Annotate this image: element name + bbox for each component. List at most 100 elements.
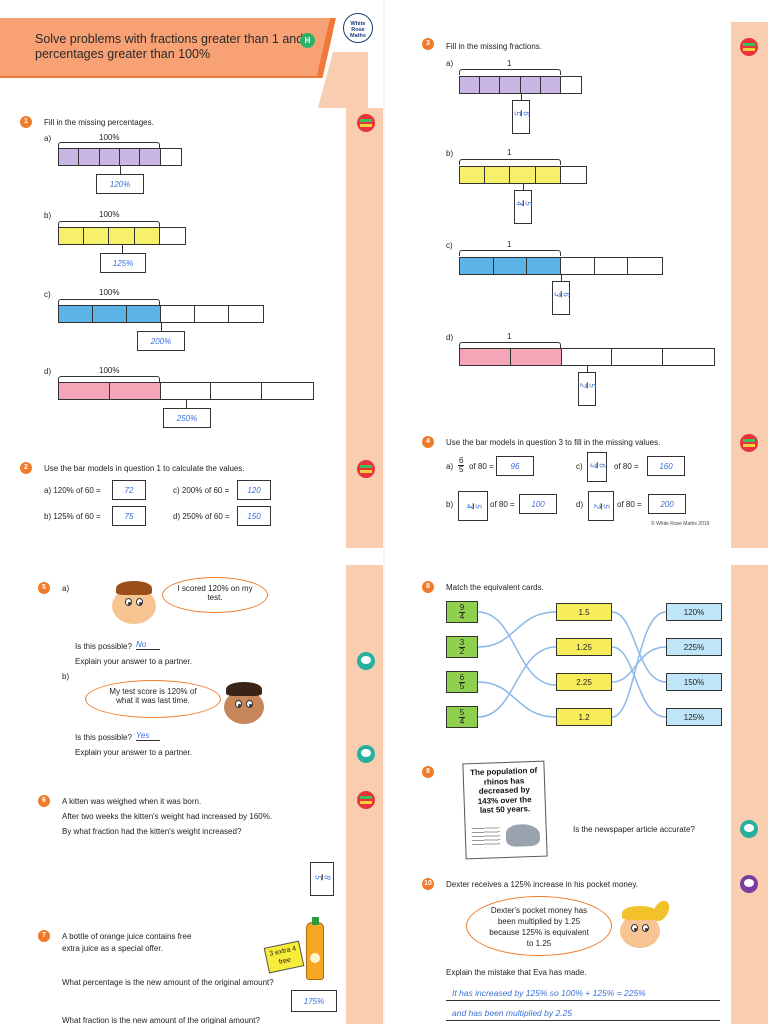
q3d-answer-n: 5 — [586, 382, 597, 389]
q2d-label: d) 250% of 60 = — [173, 512, 230, 521]
q2a-label: a) 120% of 60 = — [44, 486, 101, 495]
q3a-label: a) — [446, 59, 454, 68]
q1d-top: 100% — [99, 366, 120, 375]
q8-percent-card[interactable]: 120% — [666, 603, 722, 621]
q3c-label: c) — [446, 241, 453, 250]
q1c-answer[interactable]: 200% — [137, 331, 185, 351]
q1b-answer[interactable]: 125% — [100, 253, 146, 273]
juice-bottle — [306, 917, 324, 980]
q5a-question: Is this possible? — [75, 642, 132, 651]
q3a-brace — [459, 69, 561, 75]
q4b-label: b) — [446, 500, 454, 509]
q8-frac-2-d: 2 — [459, 647, 465, 656]
q6-line-3: By what fraction had the kitten's weight… — [62, 827, 242, 836]
q4-number: 4 — [422, 436, 434, 448]
q5a-answer[interactable]: No — [136, 640, 160, 650]
q1-number: 1 — [20, 116, 32, 128]
q1c-label: c) — [44, 290, 51, 299]
q4-prompt: Use the bar models in question 3 to fill… — [446, 438, 661, 447]
q1d-brace — [58, 376, 160, 382]
q8-decimal-card[interactable]: 1.2 — [556, 708, 612, 726]
q10-speech-bubble: Dexter's pocket money has been multiplie… — [466, 896, 612, 956]
q4a-text: of 80 = — [469, 462, 494, 471]
q7-line-1: A bottle of orange juice contains free — [62, 932, 192, 941]
q10-answer-line-2[interactable]: and has been multiplied by 2.25 — [452, 1008, 573, 1018]
q3d-bar — [459, 348, 715, 366]
q1c-brace — [58, 299, 160, 305]
q4a-label: a) — [446, 462, 454, 471]
q8-percent-card[interactable]: 125% — [666, 708, 722, 726]
q8-decimal-card[interactable]: 1.25 — [556, 638, 612, 656]
q8-percent-card[interactable]: 150% — [666, 673, 722, 691]
q1a-answer[interactable]: 120% — [96, 174, 144, 194]
q4b-n: 5 — [472, 503, 483, 510]
q3c-pointer — [561, 275, 562, 281]
q2a-answer[interactable]: 72 — [112, 480, 146, 500]
q8-percent-card[interactable]: 225% — [666, 638, 722, 656]
reasoning-icon — [357, 791, 375, 809]
q8-frac-1-d: 4 — [459, 612, 465, 621]
q8-frac-4-n: 5 — [458, 708, 466, 718]
q4a-answer[interactable]: 96 — [496, 456, 534, 476]
q4b-answer[interactable]: 100 — [519, 494, 557, 514]
q7-answer[interactable]: 175% — [291, 990, 337, 1012]
q3c-brace — [459, 250, 561, 256]
q4d-n: 5 — [600, 503, 611, 510]
answer-line — [446, 1000, 720, 1001]
q9-number: 9 — [422, 766, 434, 778]
q3b-brace — [459, 159, 561, 165]
q8-decimal-card[interactable]: 2.25 — [556, 673, 612, 691]
side-strip-top-left — [346, 108, 383, 548]
q2-prompt: Use the bar models in question 1 to calc… — [44, 464, 245, 473]
q1a-label: a) — [44, 134, 52, 143]
q5b-speech-bubble: My test score is 120% of what it was las… — [85, 680, 221, 718]
q5b-label: b) — [62, 672, 70, 681]
answer-line — [446, 1020, 720, 1021]
q5a-explain: Explain your answer to a partner. — [75, 657, 192, 666]
q4c-n: 6 — [596, 462, 607, 469]
q3d-top: 1 — [507, 332, 512, 341]
q3a-answer-n: 6 — [520, 110, 531, 117]
q8-frac-3-d: 5 — [459, 682, 465, 691]
newspaper-headline: The population of rhinos has decreased b… — [469, 765, 538, 815]
q2b-answer[interactable]: 75 — [112, 506, 146, 526]
q2d-answer[interactable]: 150 — [237, 506, 271, 526]
q8-frac-2-n: 3 — [458, 638, 466, 648]
q10-number: 10 — [422, 878, 434, 890]
q8-decimal-card[interactable]: 1.5 — [556, 603, 612, 621]
q10-answer-line-1[interactable]: It has increased by 125% so 100% + 125% … — [452, 988, 646, 998]
q10-prompt: Dexter receives a 125% increase in his p… — [446, 880, 638, 889]
q5b-speech-text: My test score is 120% of what it was las… — [109, 687, 197, 705]
header-banner — [0, 18, 330, 76]
q3-number: 3 — [422, 38, 434, 50]
q2c-answer[interactable]: 120 — [237, 480, 271, 500]
q5b-answer[interactable]: Yes — [136, 731, 160, 741]
q6-answer-d: 5 — [313, 875, 323, 880]
q1d-answer[interactable]: 250% — [163, 408, 211, 428]
q3c-answer-n: 6 — [560, 291, 571, 298]
q4d-d: 2 — [592, 504, 602, 509]
q2c-label: c) 200% of 60 = — [173, 486, 230, 495]
q9-question: Is the newspaper article accurate? — [573, 825, 695, 834]
q4d-answer[interactable]: 200 — [648, 494, 686, 514]
q1b-brace — [58, 221, 160, 227]
q7-number: 7 — [38, 930, 50, 942]
q10-speech-text: Dexter's pocket money has been multiplie… — [489, 906, 589, 948]
q6-line-2: After two weeks the kitten's weight had … — [62, 812, 273, 821]
q3d-brace — [459, 342, 561, 348]
q2-number: 2 — [20, 462, 32, 474]
q4c-answer[interactable]: 160 — [647, 456, 685, 476]
